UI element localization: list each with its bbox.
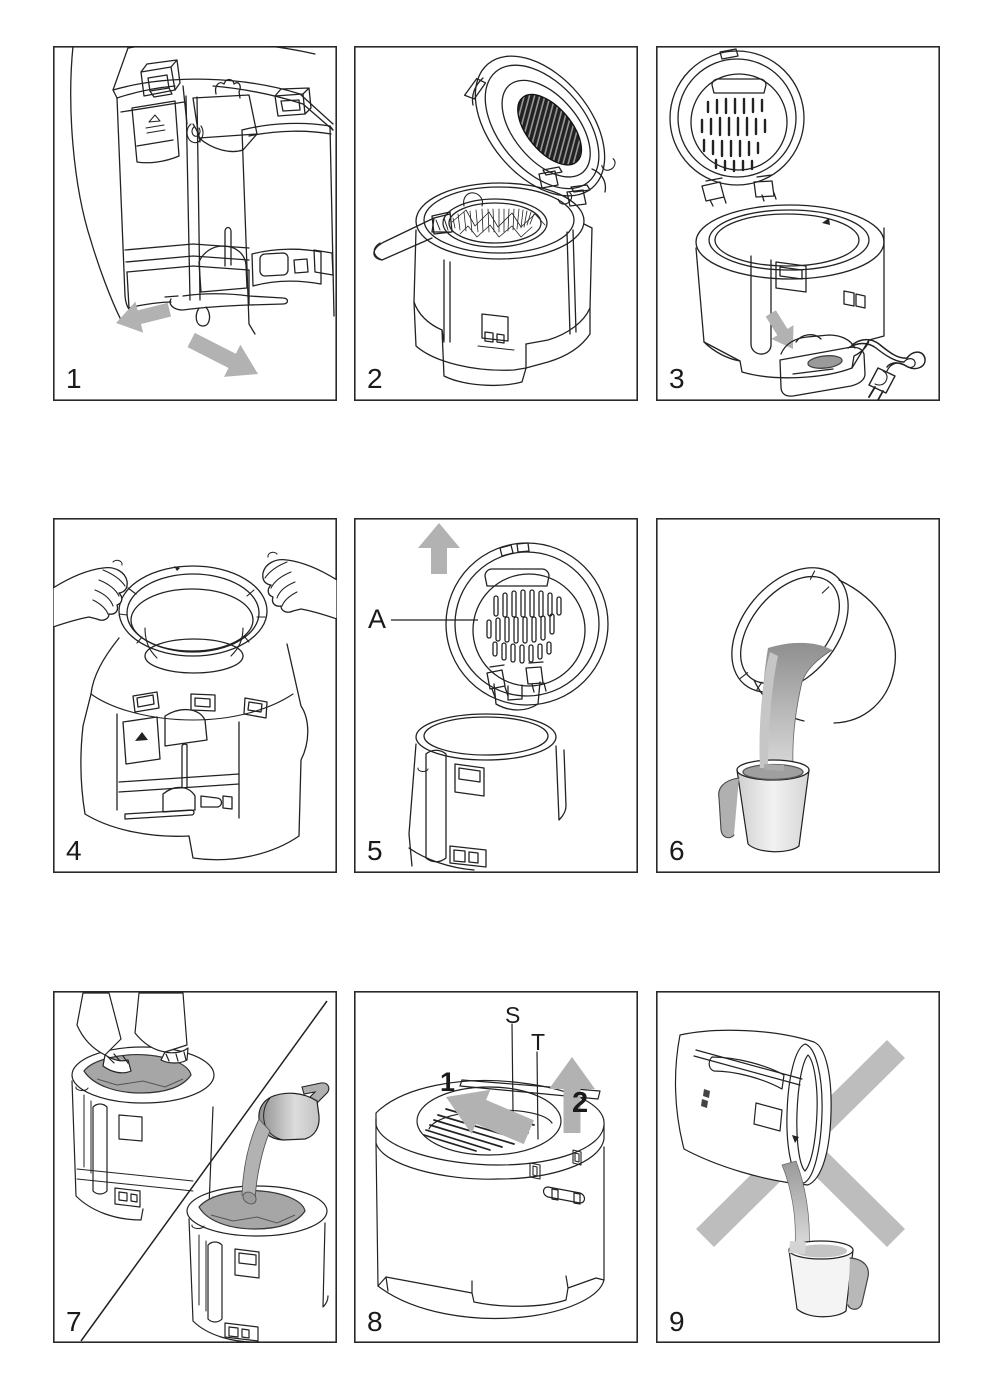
svg-text:1: 1	[66, 363, 82, 394]
svg-text:T: T	[531, 1029, 545, 1055]
svg-text:A: A	[368, 604, 386, 634]
svg-text:5: 5	[367, 835, 383, 866]
svg-text:6: 6	[669, 835, 685, 866]
svg-text:1: 1	[440, 1067, 455, 1097]
svg-text:9: 9	[669, 1306, 685, 1337]
svg-text:3: 3	[669, 363, 685, 394]
svg-text:8: 8	[367, 1306, 383, 1337]
svg-text:S: S	[505, 1002, 520, 1028]
svg-text:2: 2	[367, 363, 383, 394]
svg-text:7: 7	[66, 1306, 82, 1337]
svg-text:4: 4	[66, 835, 82, 866]
svg-text:2: 2	[572, 1087, 588, 1119]
